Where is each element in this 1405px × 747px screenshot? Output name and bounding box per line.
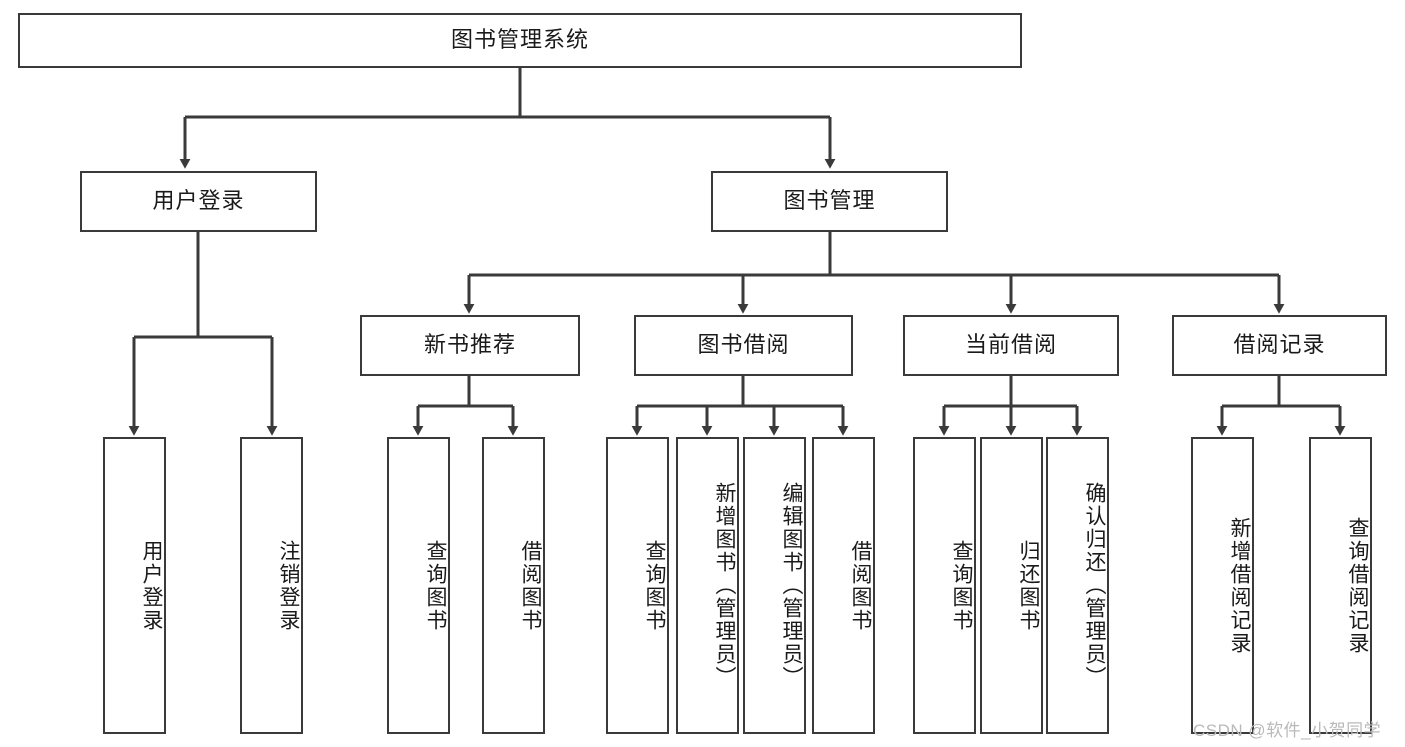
node-leaf-user-login-label: 用户登录 xyxy=(140,539,163,632)
node-leaf-user-logout-label: 注销登录 xyxy=(277,539,300,632)
node-leaf-cb-query[interactable]: 查询图书 xyxy=(913,437,976,734)
node-leaf-rec-borrow[interactable]: 借阅图书 xyxy=(482,437,545,734)
node-leaf-bb-edit-label: 编辑图书（管理员） xyxy=(780,482,803,689)
node-leaf-br-add-label: 新增借阅记录 xyxy=(1228,516,1251,655)
node-leaf-bb-add-label: 新增图书（管理员） xyxy=(713,482,736,689)
node-leaf-cb-query-label: 查询图书 xyxy=(950,539,973,632)
node-leaf-cb-return[interactable]: 归还图书 xyxy=(980,437,1043,734)
node-borrow-record-label: 借阅记录 xyxy=(1233,332,1326,358)
node-book-borrow-label: 图书借阅 xyxy=(697,332,790,358)
node-leaf-bb-query-label: 查询图书 xyxy=(643,539,666,632)
node-root[interactable]: 图书管理系统 xyxy=(18,13,1022,68)
node-leaf-cb-confirm[interactable]: 确认归还（管理员） xyxy=(1046,437,1109,734)
node-leaf-cb-confirm-label: 确认归还（管理员） xyxy=(1083,482,1106,689)
node-current-borrow[interactable]: 当前借阅 xyxy=(903,315,1119,376)
node-leaf-bb-edit[interactable]: 编辑图书（管理员） xyxy=(743,437,806,734)
node-leaf-bb-query[interactable]: 查询图书 xyxy=(606,437,669,734)
node-book-borrow[interactable]: 图书借阅 xyxy=(634,315,853,376)
node-root-label: 图书管理系统 xyxy=(450,27,589,53)
node-book-manage[interactable]: 图书管理 xyxy=(711,171,948,232)
node-leaf-rec-query-label: 查询图书 xyxy=(424,539,447,632)
node-leaf-rec-borrow-label: 借阅图书 xyxy=(519,539,542,632)
node-user-login[interactable]: 用户登录 xyxy=(80,171,317,232)
node-new-book-rec[interactable]: 新书推荐 xyxy=(360,315,580,376)
node-leaf-user-login[interactable]: 用户登录 xyxy=(103,437,166,734)
node-leaf-bb-add[interactable]: 新增图书（管理员） xyxy=(676,437,739,734)
node-leaf-bb-borrow-label: 借阅图书 xyxy=(849,539,872,632)
node-leaf-br-query[interactable]: 查询借阅记录 xyxy=(1309,437,1372,734)
node-current-borrow-label: 当前借阅 xyxy=(964,332,1057,358)
node-leaf-rec-query[interactable]: 查询图书 xyxy=(387,437,450,734)
node-leaf-bb-borrow[interactable]: 借阅图书 xyxy=(812,437,875,734)
node-leaf-user-logout[interactable]: 注销登录 xyxy=(240,437,303,734)
node-book-manage-label: 图书管理 xyxy=(783,188,876,214)
node-user-login-label: 用户登录 xyxy=(152,188,245,214)
node-leaf-br-query-label: 查询借阅记录 xyxy=(1346,516,1369,655)
watermark: CSDN @软件_小贺同学 xyxy=(1193,721,1382,740)
node-leaf-cb-return-label: 归还图书 xyxy=(1017,539,1040,632)
node-borrow-record[interactable]: 借阅记录 xyxy=(1172,315,1387,376)
node-leaf-br-add[interactable]: 新增借阅记录 xyxy=(1191,437,1254,734)
node-new-book-rec-label: 新书推荐 xyxy=(423,332,516,358)
